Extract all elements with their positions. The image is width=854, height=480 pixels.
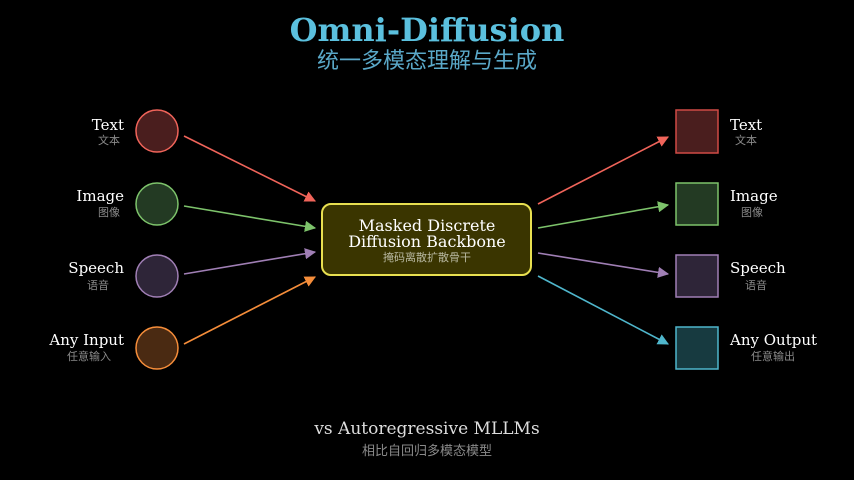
- input-label: Image: [76, 187, 124, 205]
- input-label-cn: 任意输入: [67, 349, 111, 363]
- input-circle: [135, 182, 179, 226]
- output-label-cn: 图像: [741, 206, 763, 219]
- input-label: Any Input: [48, 331, 124, 349]
- output-node-text: Text 文本: [675, 109, 762, 154]
- output-label: Any Output: [729, 331, 817, 349]
- output-square: [675, 109, 719, 154]
- output-label: Speech: [730, 259, 786, 277]
- output-square: [675, 326, 719, 370]
- input-label: Text: [92, 116, 124, 134]
- input-circle: [135, 109, 179, 153]
- page-subtitle: 统一多模态理解与生成: [317, 49, 537, 74]
- output-arrows: [537, 136, 670, 345]
- backbone-title-line1: Masked Discrete: [359, 216, 496, 235]
- arrow-text-out: [537, 136, 669, 205]
- center-backbone: Masked Discrete Diffusion Backbone 掩码离散扩…: [321, 203, 532, 276]
- output-label: Text: [730, 116, 762, 134]
- arrow-speech-out: [537, 252, 670, 278]
- input-node-speech: Speech 语音: [68, 254, 179, 298]
- input-label-cn: 文本: [98, 133, 120, 147]
- arrow-text-in: [183, 135, 317, 202]
- arrow-any-output-out: [537, 275, 669, 345]
- input-node-any-input: Any Input 任意输入: [48, 326, 179, 370]
- output-node-any-output: Any Output 任意输出: [675, 326, 817, 370]
- input-arrows: [183, 135, 317, 345]
- input-node-image: Image 图像: [76, 182, 179, 226]
- output-node-speech: Speech 语音: [675, 254, 786, 298]
- output-label-cn: 文本: [735, 133, 757, 147]
- backbone-title-line2: Diffusion Backbone: [348, 232, 506, 251]
- input-label-cn: 语音: [87, 278, 109, 292]
- footer-subtitle: 相比自回归多模态模型: [362, 443, 492, 459]
- arrow-image-in: [183, 205, 317, 232]
- output-square: [675, 254, 719, 298]
- backbone-label-cn: 掩码离散扩散骨干: [383, 250, 471, 264]
- input-node-text: Text 文本: [92, 109, 179, 153]
- backbone-box: [321, 203, 532, 276]
- output-node-image: Image 图像: [675, 182, 778, 226]
- output-label: Image: [730, 187, 778, 205]
- input-label-cn: 图像: [98, 206, 120, 219]
- arrow-any-input-in: [183, 276, 316, 345]
- page-title: Omni-Diffusion: [290, 11, 565, 49]
- arrow-image-out: [537, 201, 670, 229]
- output-label-cn: 任意输出: [751, 349, 795, 363]
- footer-title: vs Autoregressive MLLMs: [313, 419, 539, 439]
- input-label: Speech: [68, 259, 124, 277]
- input-circle: [135, 326, 179, 370]
- arrow-speech-in: [183, 248, 317, 275]
- output-square: [675, 182, 719, 226]
- output-label-cn: 语音: [745, 278, 767, 292]
- input-circle: [135, 254, 179, 298]
